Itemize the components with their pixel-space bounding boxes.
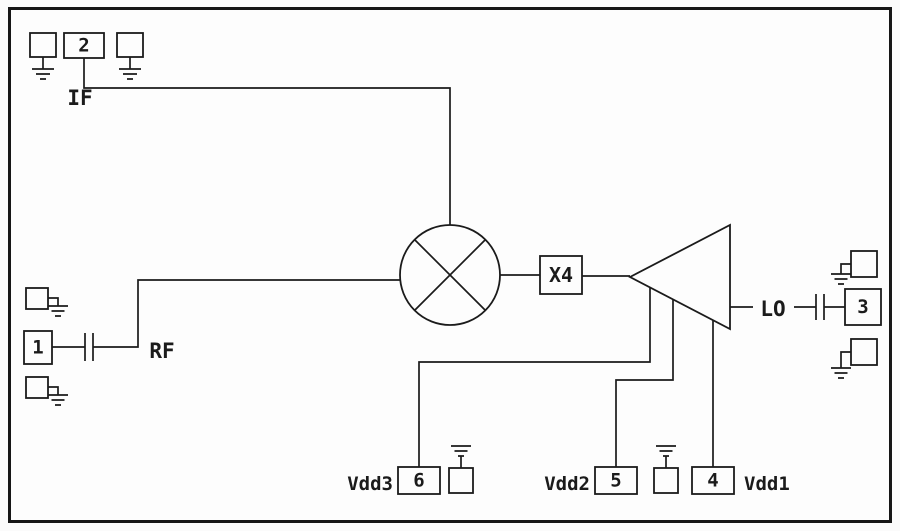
- bond-pad: [448, 467, 474, 494]
- port-3-box: [844, 288, 882, 326]
- ground-icon: [831, 263, 851, 285]
- ground-icon: [119, 57, 141, 80]
- vdd3-label: Vdd3: [347, 473, 393, 495]
- vdd3-trace: [418, 288, 651, 467]
- port-4-box: [691, 466, 735, 495]
- multiplier-group: X4: [500, 255, 630, 295]
- vdd1-label: Vdd1: [744, 473, 790, 495]
- rf-trace: [93, 279, 400, 348]
- mixer-symbol: [399, 224, 501, 326]
- ground-icon: [48, 386, 68, 406]
- port-1-number: 1: [32, 337, 43, 359]
- port-3-number: 3: [857, 296, 868, 318]
- vdd1-port-group: 4 Vdd1: [691, 466, 790, 495]
- bond-pad: [116, 32, 144, 58]
- vdd2-port-group: Vdd2 5: [544, 445, 679, 495]
- multiplier-label: X4: [549, 263, 573, 287]
- port-2-number: 2: [78, 35, 89, 57]
- bond-pad: [850, 338, 878, 366]
- port-5-box: [594, 466, 638, 495]
- vdd2-label: Vdd2: [544, 473, 590, 495]
- ground-icon: [32, 57, 54, 80]
- ground-icon: [451, 445, 471, 468]
- port-6-box: [397, 466, 441, 495]
- bond-pad: [850, 250, 878, 278]
- if-port-group: 2 IF: [29, 32, 451, 225]
- port-5-number: 5: [610, 470, 621, 492]
- lo-port-group: LO 3: [730, 250, 882, 379]
- port-6-number: 6: [413, 470, 424, 492]
- bond-pad: [25, 376, 49, 399]
- label-backing: [753, 297, 794, 318]
- rf-port-group: 1 RF: [23, 279, 400, 406]
- port-4-number: 4: [707, 470, 718, 492]
- vdd3-port-group: Vdd3 6: [347, 445, 474, 495]
- vdd2-trace: [615, 299, 674, 467]
- rf-label: RF: [149, 339, 174, 363]
- ground-icon: [48, 297, 68, 317]
- bond-pad: [25, 287, 49, 310]
- port-1-box: [23, 330, 53, 365]
- lo-label: LO: [760, 297, 785, 321]
- multiplier-block: [539, 255, 583, 295]
- if-trace: [83, 58, 451, 225]
- mixer-cross: [413, 238, 487, 312]
- amplifier-symbol: [628, 223, 731, 331]
- ground-icon: [831, 351, 851, 379]
- bond-pad: [653, 467, 679, 494]
- ground-icon: [656, 445, 676, 468]
- if-label: IF: [67, 86, 92, 110]
- port-2-box: [63, 32, 105, 59]
- bond-pad: [29, 32, 57, 58]
